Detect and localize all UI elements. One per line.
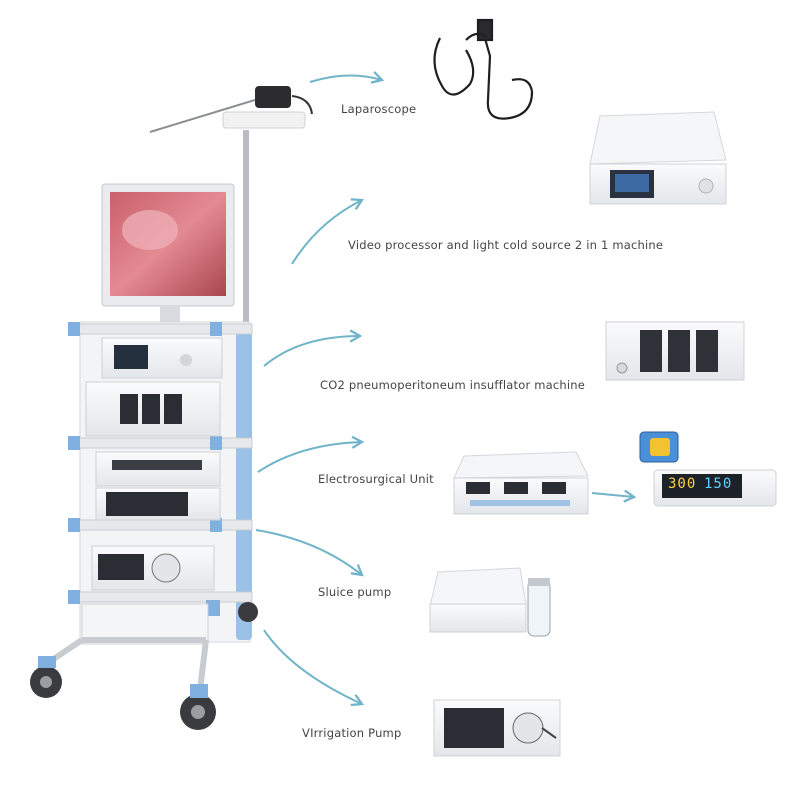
electrosurgical-unit-image (453, 451, 589, 515)
label-electrosurgical-unit: Electrosurgical Unit (318, 472, 434, 486)
endoscopy-trolley-tower (30, 86, 313, 730)
label-irrigation-pump: VIrrigation Pump (302, 726, 402, 740)
stacked-electrosurgical-unit (95, 451, 221, 487)
esu-display-right-value: 150 (704, 476, 733, 492)
cart-side-accent (236, 330, 252, 640)
video-processor-image (589, 111, 727, 205)
arrow-to-irrigation-pump (263, 629, 365, 707)
label-video-processor: Video processor and light cold source 2 … (348, 238, 664, 252)
arrow-esu-to-display (591, 489, 637, 503)
irrigation-pump-image (433, 699, 561, 757)
arrow-to-sluice-pump (255, 529, 364, 577)
stacked-insufflator (85, 381, 221, 437)
camera-head-on-pole (149, 86, 313, 133)
arrow-to-video-processor (291, 198, 365, 265)
laparoscope-image (433, 18, 534, 120)
sluice-pump-image (429, 567, 551, 637)
shelf-corner-caps (68, 322, 222, 616)
arrow-to-insufflator (263, 329, 363, 367)
cart-casters (30, 602, 258, 730)
suction-canister-icon (527, 579, 551, 637)
pointer-arrows (255, 71, 637, 707)
cart-base (38, 637, 209, 691)
label-sluice-pump: Sluice pump (318, 585, 392, 599)
arrow-to-laparoscope (309, 71, 385, 84)
stacked-dark-panel-unit (95, 487, 221, 521)
label-laparoscope: Laparoscope (341, 102, 417, 116)
endoscopy-monitor (101, 183, 235, 324)
esu-display-left-value: 300 (668, 476, 697, 492)
stacked-video-processor (101, 337, 223, 379)
label-insufflator: CO2 pneumoperitoneum insufflator machine (320, 378, 586, 392)
esu-digital-display-image (639, 431, 777, 507)
insufflator-image (605, 321, 745, 381)
stacked-sluice-pump (91, 545, 215, 591)
arrow-to-electrosurgical (257, 435, 365, 473)
